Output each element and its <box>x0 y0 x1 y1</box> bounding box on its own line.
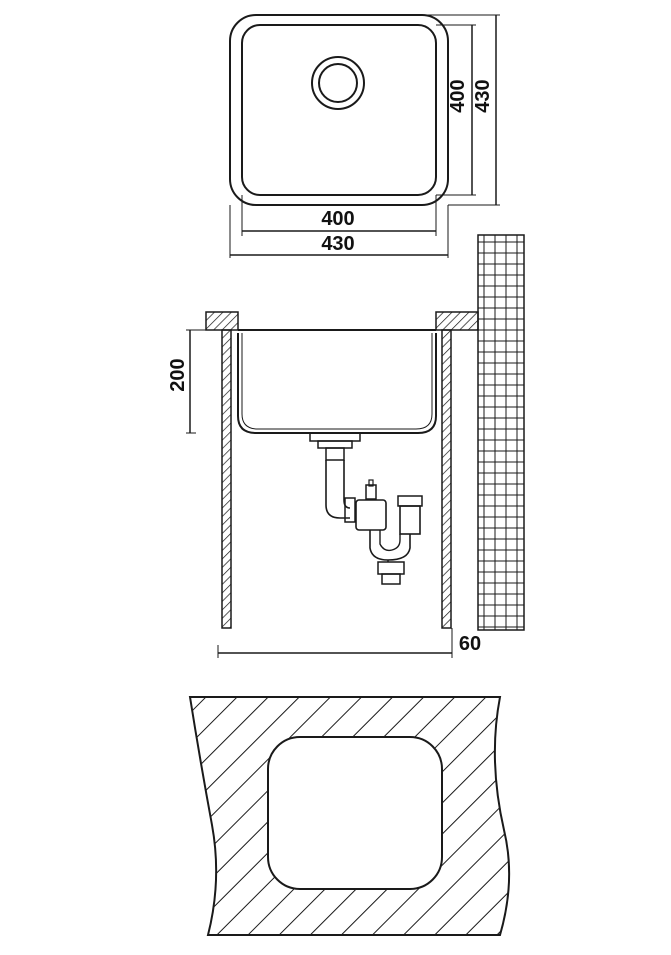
cabinet-wall-left <box>221 329 232 629</box>
label-bowl-depth: 200 <box>167 358 189 391</box>
sink-cutout-opening <box>267 736 443 890</box>
cabinet-wall-right <box>441 329 452 629</box>
siphon-outlet <box>377 561 405 575</box>
drain-fitting <box>309 432 361 442</box>
countertop-left <box>205 311 239 331</box>
top-view <box>229 14 500 258</box>
cutout-view <box>188 696 511 936</box>
label-outer-width: 430 <box>321 233 354 255</box>
label-inner-depth: 400 <box>447 79 469 112</box>
countertop-right <box>435 311 479 331</box>
wall-tiles <box>477 234 525 631</box>
siphon-body <box>355 499 387 531</box>
waste-pipe <box>325 460 350 519</box>
overflow-connector <box>365 484 377 500</box>
drain-inner-ring <box>318 63 358 103</box>
label-outer-depth: 430 <box>472 79 494 112</box>
sink-outer-rim <box>229 14 449 206</box>
drain-outer-ring <box>311 56 365 110</box>
sink-inner-bowl <box>241 24 437 196</box>
label-offset: 60 <box>459 633 481 655</box>
side-view <box>186 234 525 658</box>
sink-bowl-profile <box>237 333 437 434</box>
label-inner-width: 400 <box>321 208 354 230</box>
